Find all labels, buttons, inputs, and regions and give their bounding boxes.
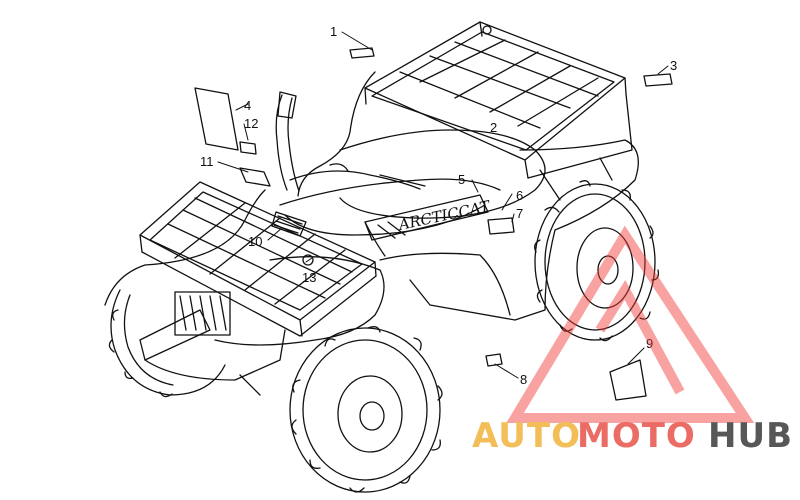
decal-11 bbox=[239, 167, 271, 187]
leader-lines bbox=[217, 31, 669, 379]
front-rack bbox=[139, 181, 377, 337]
rear-body bbox=[297, 71, 639, 321]
handlebar bbox=[275, 91, 426, 192]
decal-side-stripe bbox=[364, 194, 489, 241]
callout-10: 10 bbox=[248, 234, 262, 249]
callout-2: 2 bbox=[490, 120, 497, 135]
rear-rack bbox=[364, 21, 633, 201]
watermark-hub: HUB bbox=[708, 416, 793, 456]
callout-6: 6 bbox=[516, 188, 523, 203]
callout-12: 12 bbox=[244, 116, 258, 131]
decal-4-panel bbox=[194, 87, 239, 151]
callout-9: 9 bbox=[646, 336, 653, 351]
watermark-auto: AUTO bbox=[472, 416, 581, 456]
decal-10 bbox=[271, 211, 307, 237]
watermark-moto: MOTO bbox=[577, 416, 696, 456]
decal-12 bbox=[239, 141, 257, 155]
callout-5: 5 bbox=[458, 172, 465, 187]
callout-3: 3 bbox=[670, 58, 677, 73]
front-left-wheel bbox=[108, 289, 226, 398]
callout-4: 4 bbox=[244, 98, 251, 113]
watermark-logo: AUTO MOTO HUB bbox=[472, 225, 793, 456]
decal-7 bbox=[487, 217, 515, 235]
front-right-wheel bbox=[289, 326, 443, 493]
callout-8: 8 bbox=[520, 372, 527, 387]
decal-9 bbox=[609, 359, 647, 401]
rear-wheel bbox=[534, 180, 660, 342]
front-body bbox=[104, 178, 501, 396]
decal-13-ring bbox=[302, 254, 314, 266]
decal-8 bbox=[485, 353, 503, 367]
decal-1 bbox=[349, 47, 375, 59]
watermark-triangle bbox=[506, 225, 755, 423]
callout-11: 11 bbox=[200, 154, 214, 169]
callout-13: 13 bbox=[302, 270, 316, 285]
decal-3 bbox=[643, 73, 673, 87]
brand-decal-text: ARCTICCAT bbox=[395, 197, 492, 234]
callouts: 1 2 3 4 5 6 7 8 9 10 11 12 13 bbox=[200, 24, 677, 387]
callout-1: 1 bbox=[330, 24, 337, 39]
callout-7: 7 bbox=[516, 206, 523, 221]
